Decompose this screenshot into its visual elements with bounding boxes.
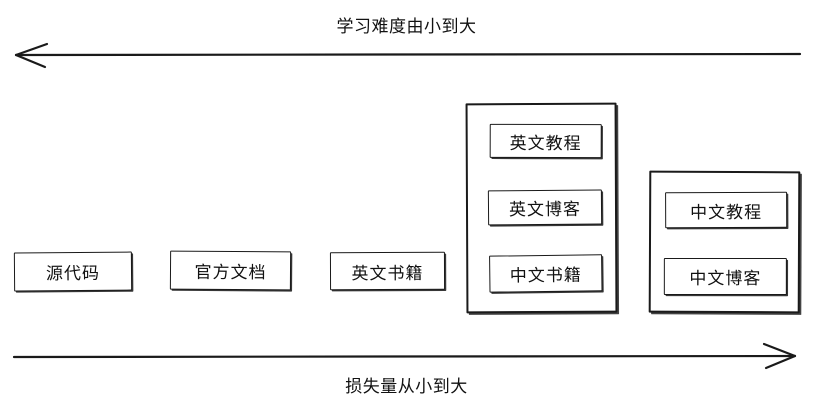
node-label: 中文博客	[689, 268, 762, 290]
group-english-resources: 英文教程 英文博客 中文书籍	[465, 102, 618, 314]
node-chinese-tutorial[interactable]: 中文教程	[665, 191, 788, 229]
difficulty-axis-label: 学习难度由小到大	[336, 17, 477, 37]
node-label: 源代码	[45, 263, 101, 285]
node-label: 中文教程	[690, 202, 763, 223]
difficulty-axis-arrow	[14, 42, 802, 69]
node-english-books[interactable]: 英文书籍	[329, 251, 446, 291]
node-label: 英文博客	[508, 199, 582, 221]
node-english-tutorial[interactable]: 英文教程	[489, 123, 602, 159]
node-english-blog[interactable]: 英文博客	[487, 189, 603, 226]
node-official-docs[interactable]: 官方文档	[169, 250, 292, 291]
node-label: 英文教程	[509, 133, 582, 154]
node-source-code[interactable]: 源代码	[13, 251, 133, 292]
node-chinese-books[interactable]: 中文书籍	[489, 254, 603, 293]
node-label: 英文书籍	[351, 263, 424, 284]
node-label: 中文书籍	[509, 265, 582, 287]
node-label: 官方文档	[194, 262, 267, 284]
group-chinese-resources: 中文教程 中文博客	[648, 170, 801, 314]
loss-axis-label: 损失量从小到大	[345, 377, 468, 397]
node-chinese-blog[interactable]: 中文博客	[663, 257, 787, 296]
